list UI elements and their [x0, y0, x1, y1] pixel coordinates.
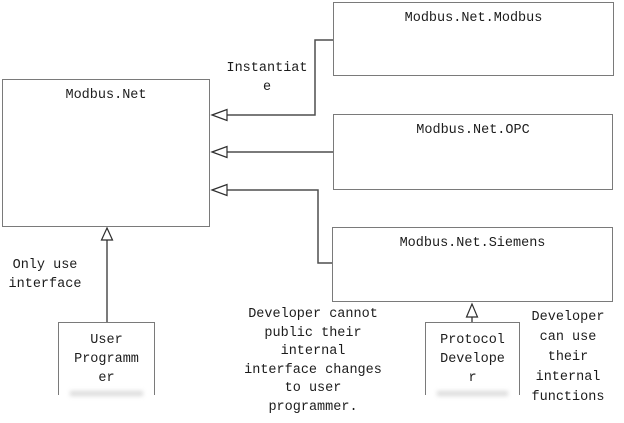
- arrowhead-left-siemens: [210, 183, 228, 197]
- class-label-modbus-net-siemens: Modbus.Net.Siemens: [399, 236, 546, 251]
- connector-modbus-to-core: [226, 39, 333, 116]
- class-box-modbus-net-siemens: Modbus.Net.Siemens: [332, 227, 613, 302]
- arrowhead-up-user: [100, 226, 114, 241]
- actor-label-protocol-developer: Protocol Develope r: [440, 333, 505, 386]
- annotation-only-use-interface: Only use interface: [8, 258, 82, 292]
- arrowhead-up-protocol: [465, 302, 479, 318]
- annotation-instantiate: Instantiat e: [226, 61, 308, 95]
- actor-label-user-programmer: User Programm er: [74, 333, 139, 386]
- faded-text-smudge: [437, 391, 508, 396]
- actor-box-protocol-developer: Protocol Develope r: [425, 322, 520, 396]
- annotation-developer-can-use: Developer can use their internal functio…: [531, 310, 605, 405]
- actor-box-user-programmer: User Programm er: [58, 322, 155, 396]
- class-label-modbus-net-modbus: Modbus.Net.Modbus: [404, 11, 543, 26]
- class-box-modbus-net-modbus: Modbus.Net.Modbus: [333, 2, 614, 76]
- arrowhead-left-opc: [210, 145, 228, 159]
- class-label-modbus-net: Modbus.Net: [65, 88, 147, 103]
- annotation-developer-cannot: Developer cannot public their internal i…: [244, 307, 382, 415]
- faded-text-smudge: [70, 391, 143, 396]
- class-box-modbus-net-opc: Modbus.Net.OPC: [333, 114, 613, 190]
- class-box-modbus-net: Modbus.Net: [2, 79, 210, 227]
- connector-siemens-to-core: [227, 189, 332, 264]
- class-label-modbus-net-opc: Modbus.Net.OPC: [416, 123, 530, 138]
- arrowhead-left-modbus: [210, 108, 228, 122]
